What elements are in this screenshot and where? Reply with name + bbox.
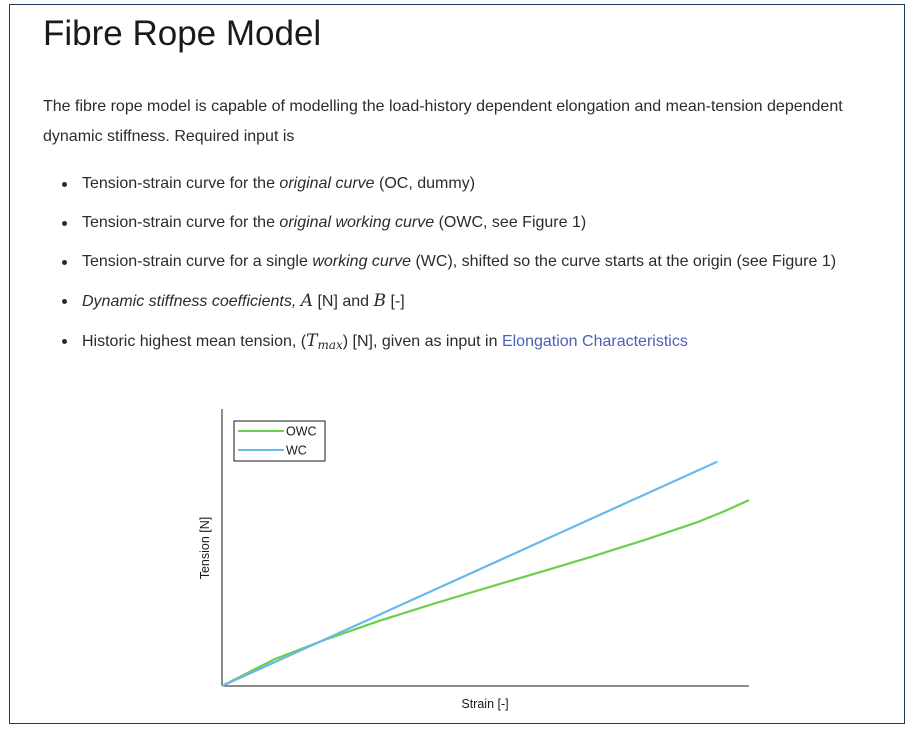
input-requirements-list: Tension-strain curve for the original cu…: [43, 169, 893, 369]
legend: OWC WC: [233, 420, 326, 462]
legend-label-wc: WC: [286, 444, 307, 458]
intro-paragraph: The fibre rope model is capable of model…: [43, 98, 843, 145]
math-a: A: [300, 291, 314, 311]
list-item-original-curve: Tension-strain curve for the original cu…: [43, 169, 893, 199]
math-t-max: Tmax: [306, 331, 343, 352]
series-line-wc: [221, 460, 718, 688]
content-frame: [9, 4, 905, 724]
series-line-owc: [221, 499, 750, 687]
list-item-working-curve: Tension-strain curve for a single workin…: [43, 247, 893, 277]
legend-box: [233, 420, 326, 462]
y-axis-label: Tension [N]: [198, 517, 212, 580]
list-item-dynamic-stiffness: Dynamic stiffness coefficients, A [N] an…: [43, 286, 893, 317]
page-title: Fibre Rope Model: [43, 14, 322, 53]
math-b: B: [373, 291, 387, 311]
list-item-original-working-curve: Tension-strain curve for the original wo…: [43, 208, 893, 238]
legend-label-owc: OWC: [286, 425, 317, 439]
elongation-characteristics-link[interactable]: Elongation Characteristics: [501, 333, 688, 350]
x-axis-label: Strain [-]: [461, 697, 508, 711]
list-item-historic-tension: Historic highest mean tension, (Tmax) [N…: [43, 326, 893, 360]
